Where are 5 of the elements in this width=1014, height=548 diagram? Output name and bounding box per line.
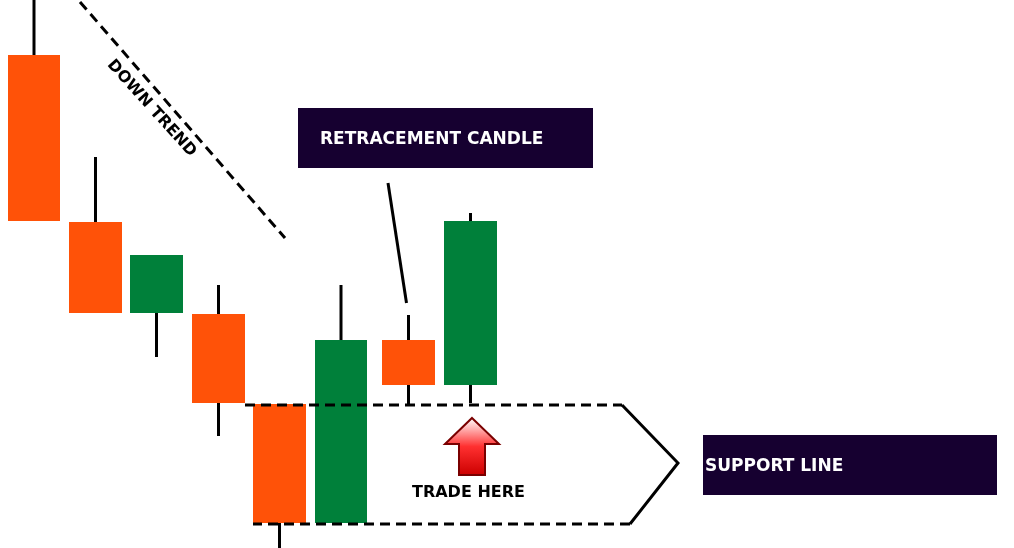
candlestick: [382, 315, 435, 404]
callout-box: RETRACEMENT CANDLE: [298, 108, 593, 168]
callout-box: SUPPORT LINE: [703, 435, 997, 495]
action-label: TRADE HERE: [412, 482, 525, 501]
leader-line: [386, 182, 408, 304]
